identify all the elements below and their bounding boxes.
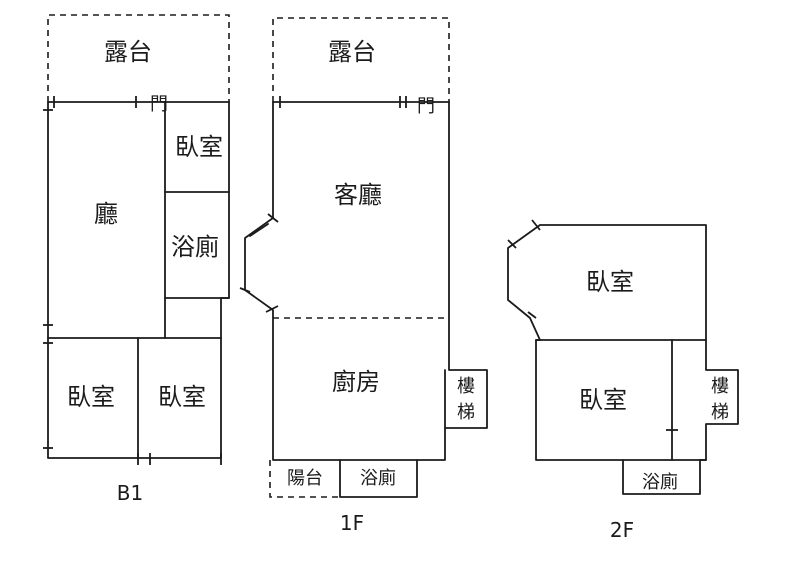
f1-balcony-label: 陽台 [287, 468, 323, 489]
floor-2f: 臥室 臥室 樓 梯 浴廁 2F [507, 219, 739, 542]
floor-1f: 露台 門 客廳 廚房 樓 梯 陽台 浴廁 1F [239, 17, 488, 535]
f2-tick [527, 311, 537, 319]
f2-bedroom-top-label: 臥室 [586, 268, 634, 296]
f1-living-label: 客廳 [334, 181, 382, 209]
f1-kitchen-label: 廚房 [332, 368, 380, 396]
f1-door-label: 門 [417, 96, 435, 117]
b1-bedroom-top-label: 臥室 [175, 133, 223, 161]
b1-bedroom-right-label: 臥室 [158, 383, 206, 411]
b1-hall-label: 廳 [94, 200, 118, 228]
f1-bay-window [249, 223, 269, 237]
f1-stairs-label-1: 樓 [457, 376, 475, 397]
b1-outer-wall [47, 101, 230, 459]
f2-floor-label: 2F [610, 518, 634, 542]
b1-floor-label: B1 [117, 481, 143, 505]
b1-door-label: 門 [150, 94, 168, 115]
f1-outer-wall [244, 101, 488, 461]
f1-terrace-label: 露台 [328, 38, 376, 66]
f1-tick [265, 305, 279, 313]
floor-b1: 露台 門 臥室 浴廁 廳 臥室 臥室 B1 [43, 14, 230, 505]
f1-floor-label: 1F [340, 511, 364, 535]
f1-terrace-outline [272, 17, 450, 102]
f1-tick [267, 213, 279, 223]
b1-bedroom-left-label: 臥室 [67, 383, 115, 411]
f2-stairs-label-2: 梯 [711, 402, 729, 423]
f2-stairs-label-1: 樓 [711, 376, 729, 397]
b1-terrace-outline [47, 14, 230, 102]
f2-bedroom-label: 臥室 [579, 386, 627, 414]
f1-balcony-outline [269, 460, 340, 498]
f2-outer-wall [507, 224, 739, 495]
f1-bath-label: 浴廁 [360, 467, 396, 489]
f2-tick [507, 239, 517, 249]
b1-bath-label: 浴廁 [171, 233, 219, 261]
f2-bath-label: 浴廁 [642, 471, 678, 493]
b1-terrace-label: 露台 [104, 38, 152, 66]
f1-tick [239, 287, 251, 293]
f2-tick [531, 219, 541, 231]
f1-bath-outline [339, 459, 418, 498]
f1-stairs-label-2: 梯 [457, 402, 475, 423]
